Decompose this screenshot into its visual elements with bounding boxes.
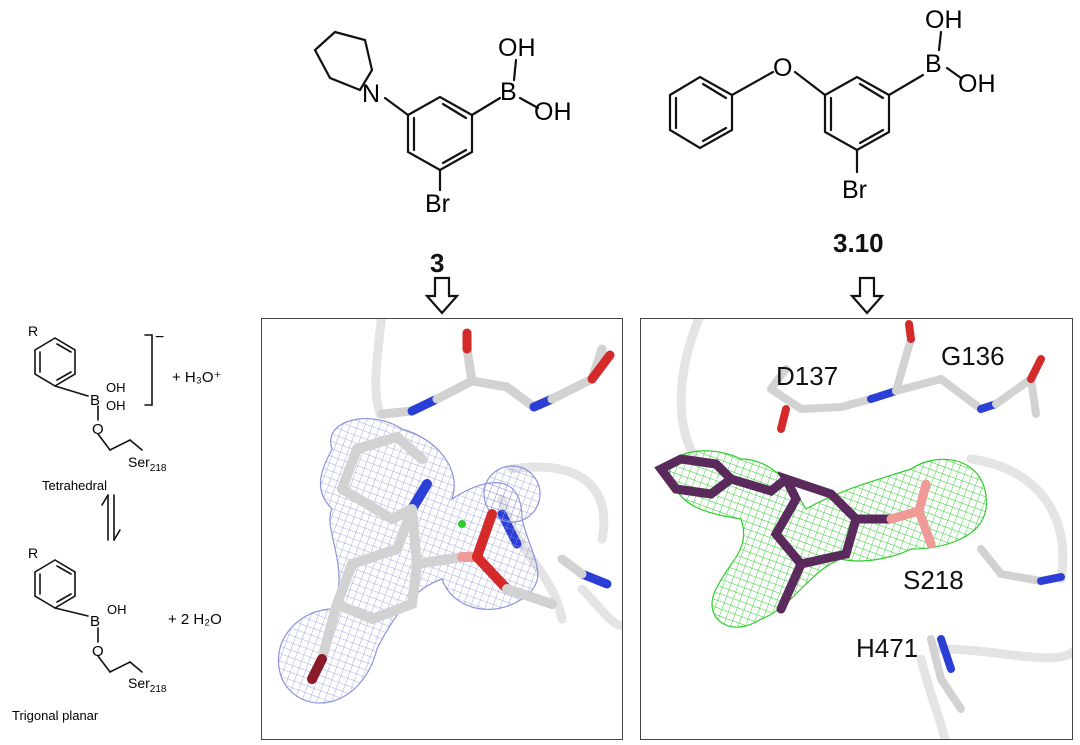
compound-3-10-label: 3.10	[833, 228, 884, 258]
compound-3-structure: N B OH OH Br	[313, 30, 572, 218]
serine-label: Ser218	[128, 454, 167, 474]
residue-label-d137: D137	[776, 361, 839, 391]
compound-3-10-structure: O B OH OH Br	[668, 6, 996, 204]
panel-3-render	[277, 319, 622, 704]
ether-oxygen-label: O	[773, 54, 792, 82]
boron-label-2: B	[90, 613, 100, 630]
hydroxyl-right-label: OH	[958, 70, 996, 98]
boronate-equilibrium-scheme: R B OH OH − O Ser218 + H₃O⁺ Tetrahedral …	[12, 323, 222, 723]
boron-atom-label: B	[925, 50, 942, 78]
hydroxyl-b-label: OH	[106, 398, 126, 413]
residue-label-g136: G136	[941, 341, 1005, 371]
water-label: + 2 H₂O	[168, 611, 222, 628]
bromine-label: Br	[425, 190, 450, 218]
boron-label: B	[90, 392, 100, 409]
hydroxyl-c-label: OH	[107, 602, 127, 617]
compound-3-label: 3	[430, 248, 445, 278]
hydroxyl-top-label: OH	[498, 34, 536, 62]
boron-atom-label: B	[500, 78, 517, 106]
hydroxyl-a-label: OH	[106, 380, 126, 395]
oxygen-link-label-2: O	[92, 643, 104, 660]
r-group-label: R	[28, 323, 38, 339]
residue-label-h471: H471	[856, 633, 919, 663]
panel-3-10-render	[654, 319, 1072, 739]
hydroxyl-top-label: OH	[925, 6, 963, 34]
bromine-label: Br	[842, 176, 867, 204]
trigonal-planar-label: Trigonal planar	[12, 708, 99, 723]
down-arrow-right-icon	[849, 276, 885, 315]
hydronium-label: + H₃O⁺	[172, 369, 221, 386]
hydroxyl-right-label: OH	[534, 98, 572, 126]
oxygen-link-label: O	[92, 421, 104, 438]
crystal-panel-compound-3	[261, 318, 623, 740]
r-group-label-2: R	[28, 545, 38, 561]
serine-label-2: Ser218	[128, 675, 167, 695]
crystal-panel-compound-3-10: D137 G136 S218 H471	[640, 318, 1073, 740]
charge-label: −	[155, 329, 164, 346]
tetrahedral-label: Tetrahedral	[42, 478, 107, 493]
down-arrow-left-icon	[424, 276, 460, 315]
residue-label-s218: S218	[903, 565, 964, 595]
nitrogen-atom-label: N	[362, 80, 380, 108]
